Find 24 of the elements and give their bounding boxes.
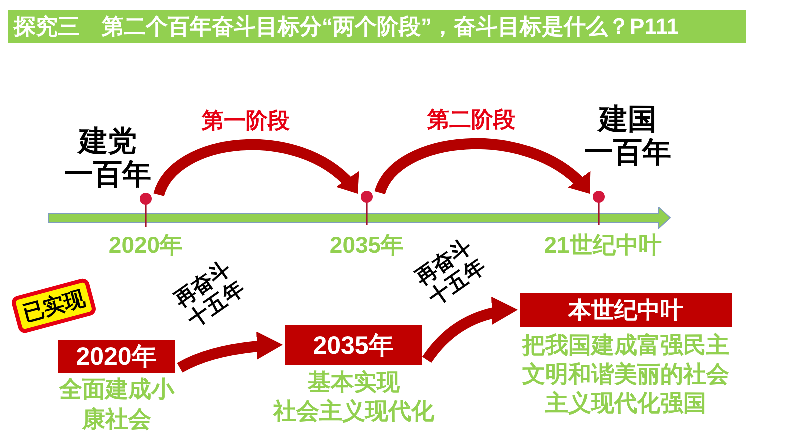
curved-arrow bbox=[422, 298, 518, 364]
year-label: 2020年 bbox=[108, 231, 184, 259]
milestone-dot bbox=[593, 191, 605, 225]
timeline-axis bbox=[48, 207, 671, 229]
edge-label: 再奋斗十五年 bbox=[170, 256, 250, 333]
milestone-dot bbox=[361, 191, 373, 225]
milestone-label: 建党一百年 bbox=[64, 126, 152, 192]
status-stamp: 已实现 bbox=[10, 277, 98, 335]
title-banner: 探究三 第二个百年奋斗目标分“两个阶段”，奋斗目标是什么？P111 bbox=[8, 10, 746, 43]
curved-arrow bbox=[177, 332, 284, 373]
edge-label: 第二阶段 bbox=[428, 106, 516, 134]
goal-text: 全面建成小康社会 bbox=[58, 375, 176, 434]
milestone-label: 建国一百年 bbox=[584, 104, 672, 170]
goal-text: 基本实现社会主义现代化 bbox=[272, 368, 436, 426]
milestone-box: 2020年 bbox=[58, 340, 175, 373]
milestone-box: 本世纪中叶 bbox=[520, 293, 732, 327]
year-label: 21世纪中叶 bbox=[544, 231, 662, 259]
curved-arrow bbox=[154, 140, 362, 198]
milestone-dot bbox=[140, 193, 152, 227]
milestone-box: 2035年 bbox=[285, 325, 422, 365]
year-label: 2035年 bbox=[330, 231, 404, 259]
goal-text: 把我国建成富强民主文明和谐美丽的社会主义现代化强国 bbox=[521, 331, 730, 418]
edge-label: 第一阶段 bbox=[202, 107, 290, 135]
edge-label: 再奋斗十五年 bbox=[410, 234, 490, 312]
